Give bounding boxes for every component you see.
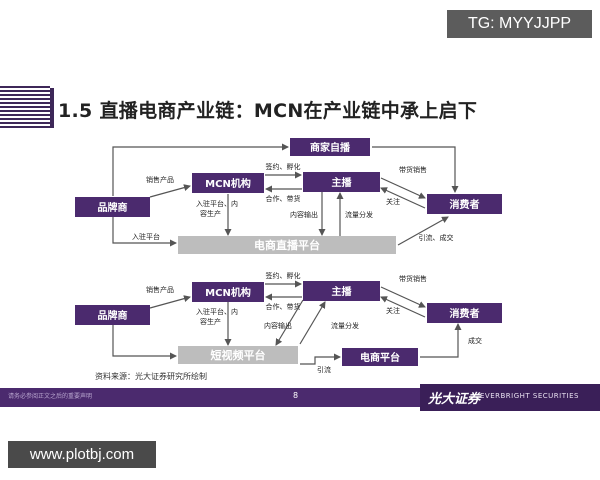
node-platform-ecom-live-box <box>178 236 396 254</box>
watermark-top: TG: MYYJJPP <box>447 10 592 38</box>
edge-label-sign-incubate-2: 签约、孵化 <box>266 271 301 280</box>
node-mcn-2-label: MCN机构 <box>205 286 251 299</box>
edge-label-sell-product-2: 销售产品 <box>146 285 174 294</box>
edge-label-deal: 成交 <box>468 336 482 345</box>
node-brand-2-label: 品牌商 <box>98 309 128 322</box>
node-short-video-platform-box <box>178 346 298 364</box>
title-stripe-decoration <box>0 86 50 130</box>
node-merchant-live-box <box>290 138 370 156</box>
logo-english: EVERBRIGHT SECURITIES <box>480 392 579 400</box>
title-accent-bar <box>50 88 54 128</box>
node-anchor-2: 主播 <box>303 281 380 301</box>
watermark-bottom: www.plotbj.com <box>8 441 156 468</box>
edge-label-content-output-1: 内容输出 <box>290 210 318 219</box>
node-ecom-platform-label: 电商平台 <box>360 351 400 364</box>
node-anchor-2-box <box>303 281 380 301</box>
edge-label-drain: 引流 <box>317 365 331 374</box>
node-consumer-2-label: 消费者 <box>450 307 480 320</box>
logo-chinese: 光大证券 <box>428 392 481 407</box>
node-platform-ecom-live: 电商直播平台 <box>178 236 396 254</box>
edge-label-coop-sell-1: 合作、带货 <box>266 194 301 203</box>
node-consumer-1-box <box>427 194 502 214</box>
node-ecom-platform: 电商平台 <box>342 348 418 366</box>
node-consumer-2: 消费者 <box>427 303 502 323</box>
edge-label-sell-product-1: 销售产品 <box>146 175 174 184</box>
node-mcn-1-label: MCN机构 <box>205 177 251 190</box>
node-merchant-live-label: 商家自播 <box>310 141 351 154</box>
node-platform-ecom-live-label: 电商直播平台 <box>254 238 320 252</box>
edge-label-coop-sell-2: 合作、带货 <box>266 302 301 311</box>
edge-label-follow-1: 关注 <box>386 197 400 206</box>
node-anchor-1-box <box>303 172 380 192</box>
node-brand-1: 品牌商 <box>75 197 150 217</box>
node-merchant-live: 商家自播 <box>290 138 370 156</box>
diagram-live-ecommerce <box>112 143 459 247</box>
node-brand-1-box <box>75 197 150 217</box>
edge-label-follow-2: 关注 <box>386 306 400 315</box>
node-mcn-2: MCN机构 <box>192 282 264 302</box>
edge-label-settle-content-1: 入驻平台、内容生产 <box>196 199 238 218</box>
edge-label-sell-goods-2: 带货销售 <box>399 274 427 283</box>
footer-disclaimer: 请务必参阅正文之后的重要声明 <box>8 393 93 400</box>
slide-title: 1.5 直播电商产业链：MCN在产业链中承上启下 <box>58 100 478 122</box>
page-number: 8 <box>293 391 299 400</box>
edge-label-settle-content-2: 入驻平台、内容生产 <box>196 307 238 326</box>
edge-label-traffic-2: 流量分发 <box>331 321 359 330</box>
edge-label-traffic-1: 流量分发 <box>345 210 373 219</box>
node-brand-1-label: 品牌商 <box>98 201 128 214</box>
node-short-video-platform: 短视频平台 <box>178 346 298 364</box>
node-anchor-1-label: 主播 <box>332 176 353 189</box>
edge-label-sell-goods-1: 带货销售 <box>399 165 427 174</box>
node-anchor-1: 主播 <box>303 172 380 192</box>
node-consumer-1-label: 消费者 <box>450 198 480 211</box>
edge-label-settle-platform: 入驻平台 <box>132 232 160 241</box>
edge-label-sign-incubate-1: 签约、孵化 <box>266 162 301 171</box>
node-anchor-2-label: 主播 <box>332 285 353 298</box>
node-brand-2: 品牌商 <box>75 305 150 325</box>
source-note: 资料来源：光大证券研究所绘制 <box>95 372 207 381</box>
diagram-short-video <box>112 280 462 365</box>
node-mcn-1-box <box>192 173 264 193</box>
node-consumer-2-box <box>427 303 502 323</box>
node-consumer-1: 消费者 <box>427 194 502 214</box>
everbright-logo: 光大证券 EVERBRIGHT SECURITIES <box>420 384 600 411</box>
node-ecom-platform-box <box>342 348 418 366</box>
node-brand-2-box <box>75 305 150 325</box>
node-mcn-2-box <box>192 282 264 302</box>
edge-label-content-output-2: 内容输出 <box>264 321 292 330</box>
edge-label-drain-deal-1: 引流、成交 <box>419 233 454 242</box>
node-short-video-platform-label: 短视频平台 <box>211 348 266 362</box>
node-mcn-1: MCN机构 <box>192 173 264 193</box>
